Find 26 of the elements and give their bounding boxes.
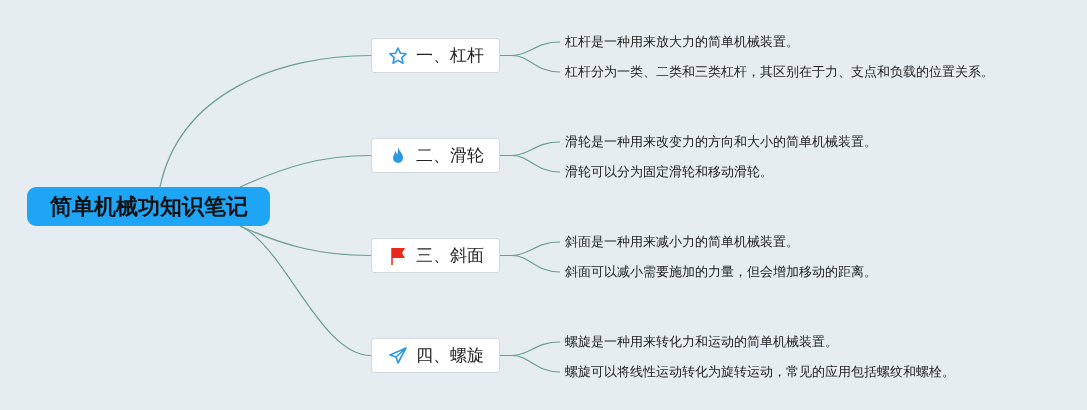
connector-line bbox=[239, 225, 372, 357]
topic-box bbox=[371, 238, 500, 273]
topic-label: 四、螺旋 bbox=[415, 344, 484, 367]
root-title: 简单机械功知识笔记 bbox=[49, 192, 248, 221]
connector-line bbox=[239, 225, 372, 257]
topic-label: 二、滑轮 bbox=[415, 144, 484, 167]
topic-label: 三、斜面 bbox=[415, 244, 484, 267]
note-text: 滑轮可以分为固定滑轮和移动滑轮。 bbox=[565, 163, 773, 181]
note-text: 螺旋可以将线性运动转化为旋转运动，常见的应用包括螺纹和螺栓。 bbox=[565, 363, 955, 381]
root-topic-box bbox=[27, 187, 270, 226]
note-text: 杠杆分为一类、二类和三类杠杆，其区别在于力、支点和负载的位置关系。 bbox=[565, 63, 994, 81]
topic-box bbox=[371, 138, 500, 173]
connector-line bbox=[499, 154, 561, 173]
connector-line bbox=[239, 154, 372, 188]
connector-line bbox=[499, 354, 561, 373]
note-text: 斜面是一种用来减小力的简单机械装置。 bbox=[565, 233, 799, 251]
connector-line bbox=[159, 54, 372, 188]
note-text: 杠杆是一种用来放大力的简单机械装置。 bbox=[565, 33, 799, 51]
note-text: 滑轮是一种用来改变力的方向和大小的简单机械装置。 bbox=[565, 133, 877, 151]
note-text: 斜面可以减小需要施加的力量，但会增加移动的距离。 bbox=[565, 263, 877, 281]
topic-box bbox=[371, 338, 500, 373]
topic-label: 一、杠杆 bbox=[415, 44, 484, 67]
connector-line bbox=[499, 54, 561, 73]
note-text: 螺旋是一种用来转化力和运动的简单机械装置。 bbox=[565, 333, 838, 351]
connector-line bbox=[499, 254, 561, 273]
topic-box bbox=[371, 38, 500, 73]
